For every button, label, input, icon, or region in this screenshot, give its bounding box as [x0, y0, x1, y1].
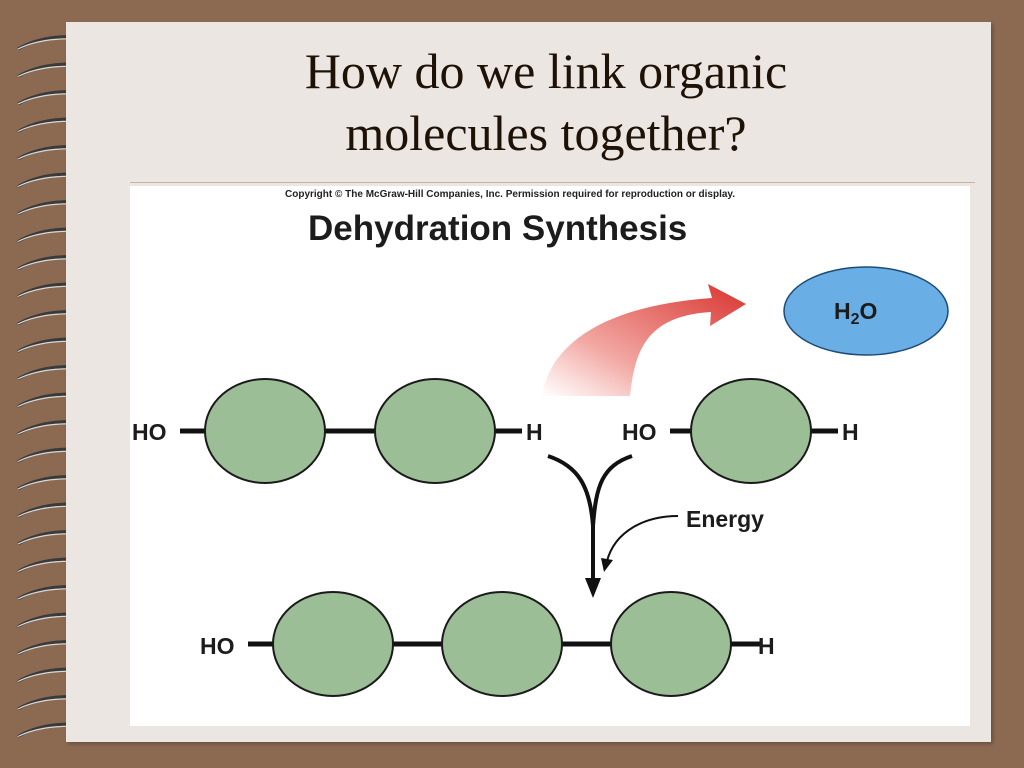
hydroxyl-label: HO [132, 419, 167, 445]
copyright-notice: Copyright © The McGraw-Hill Companies, I… [285, 189, 735, 200]
slide-title-line-1: How do we link organic [304, 43, 788, 99]
monomer-circle [690, 378, 812, 484]
energy-arrowhead [601, 558, 613, 572]
reaction-arrow [547, 454, 595, 581]
water-label: H2O [834, 298, 877, 328]
hydrogen-label: H [758, 633, 775, 659]
monomer-circle [374, 378, 496, 484]
reaction-arrow-branch [591, 454, 633, 527]
title-divider [130, 182, 975, 183]
reactant-monomer: HO H [622, 378, 859, 484]
dehydration-synthesis-figure: Copyright © The McGraw-Hill Companies, I… [130, 186, 970, 726]
slide-title: How do we link organic molecules togethe… [140, 40, 952, 164]
reactant-dimer: HO H [132, 378, 543, 484]
hydrogen-label: H [842, 419, 859, 445]
slide-title-line-2: molecules together? [345, 105, 747, 161]
hydroxyl-label: HO [622, 419, 657, 445]
monomer-circle [204, 378, 326, 484]
energy-arrow [606, 515, 679, 562]
monomer-circle [272, 591, 394, 697]
hydroxyl-label: HO [200, 633, 235, 659]
monomer-circle [610, 591, 732, 697]
water-molecule [783, 266, 949, 356]
diagram-canvas: Copyright © The McGraw-Hill Companies, I… [132, 189, 949, 697]
product-trimer: HO H [200, 591, 775, 697]
figure-title: Dehydration Synthesis [308, 209, 687, 248]
energy-label: Energy [686, 506, 764, 532]
hydrogen-label: H [526, 419, 543, 445]
water-removal-arrow [542, 284, 746, 396]
monomer-circle [441, 591, 563, 697]
reaction-arrowhead [585, 578, 601, 598]
